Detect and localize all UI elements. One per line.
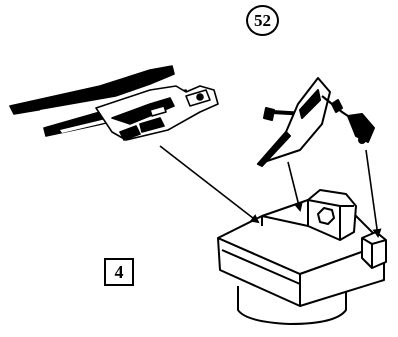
step-number-box: 4 xyxy=(104,258,134,286)
assembly-arrows xyxy=(159,145,382,238)
page-number-badge: 52 xyxy=(246,5,279,36)
turret-mount-icon xyxy=(217,189,387,325)
arrow-barrel-to-mount xyxy=(159,145,260,224)
gun-barrel-icon xyxy=(9,65,219,141)
arrow-shield-right-to-mount xyxy=(365,149,382,238)
step-number-text: 4 xyxy=(114,261,124,282)
page-number-text: 52 xyxy=(254,10,271,30)
gun-shield-icon xyxy=(257,77,375,167)
arrow-shield-left-to-mount xyxy=(287,161,303,212)
